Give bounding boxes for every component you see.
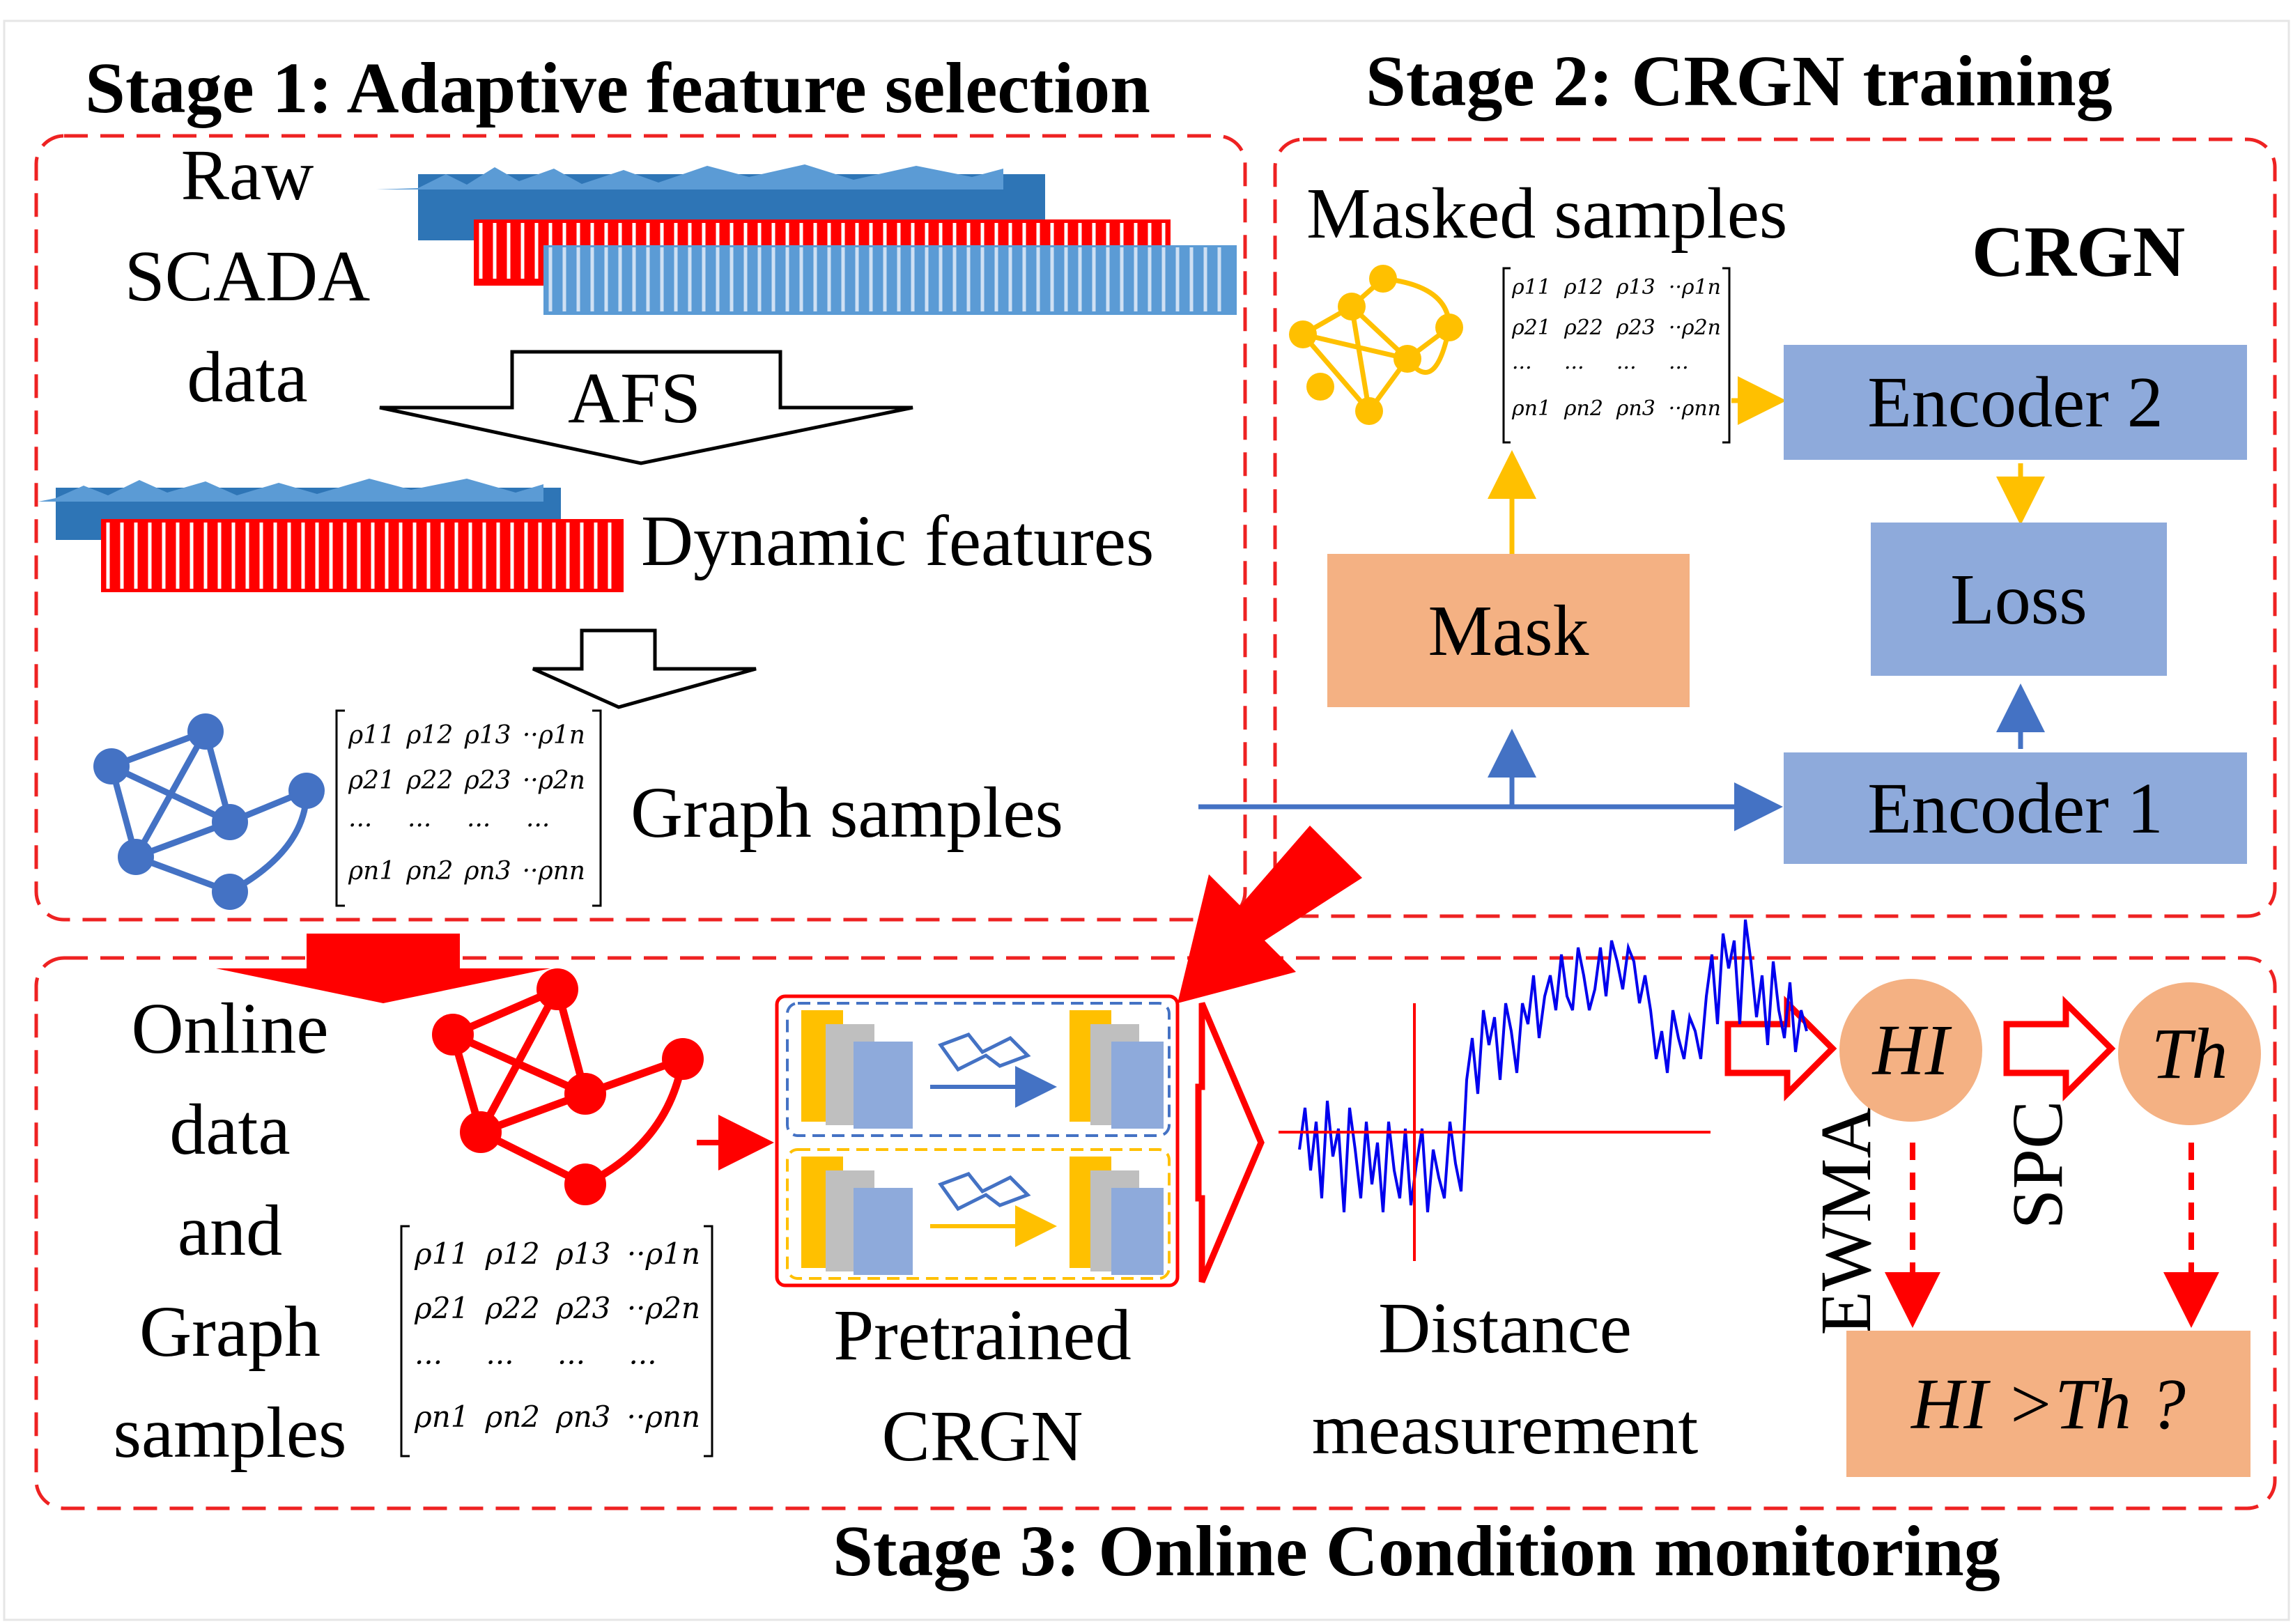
pretrained-line1: Pretrained <box>833 1295 1132 1375</box>
dynamic-feature-signals <box>38 479 624 592</box>
afs-label: AFS <box>568 358 701 438</box>
spc-label: SPC <box>1998 1100 2078 1230</box>
loss-box: Loss <box>1871 523 2167 676</box>
hollow-arrow-to-distance <box>1195 1002 1265 1283</box>
online-line2: data <box>169 1090 291 1170</box>
red-down-arrow <box>216 934 550 1003</box>
online-line1: Online <box>131 989 329 1069</box>
stage3-title: Stage 3: Online Condition monitoring <box>833 1511 2000 1591</box>
decision-box: HI >Th ? <box>1846 1331 2250 1477</box>
graph-samples-label: Graph samples <box>631 773 1063 853</box>
ewma-label: EWMA <box>1806 1106 1886 1336</box>
raw-label-line1: Raw <box>180 135 314 215</box>
outer-frame <box>3 20 2290 1621</box>
stage3-panel <box>34 956 2277 1510</box>
online-line4: Graph <box>139 1292 321 1372</box>
mask-box: Mask <box>1327 554 1690 707</box>
spc-arrow <box>2003 996 2116 1101</box>
th-circle: Th <box>2118 982 2261 1125</box>
encoder1-box: Encoder 1 <box>1784 752 2247 864</box>
red-graph-icon <box>432 968 704 1205</box>
graph-arrow <box>532 628 757 709</box>
yellow-graph-icon <box>1289 265 1463 425</box>
stage2-title: Stage 2: CRGN training <box>1366 41 2113 121</box>
pretrained-line2: CRGN <box>881 1396 1083 1476</box>
red-diagonal-arrow <box>1178 826 1362 1003</box>
hi-circle: HI <box>1839 979 1982 1122</box>
distance-line2: measurement <box>1311 1389 1699 1469</box>
online-line5: samples <box>113 1393 347 1473</box>
blue-graph-icon <box>93 713 325 910</box>
stage2-arrows <box>1198 376 2045 831</box>
afs-arrow <box>379 350 913 465</box>
matrix-brackets <box>335 267 1731 1457</box>
online-line3: and <box>177 1191 283 1271</box>
encoder2-box: Encoder 2 <box>1784 345 2247 460</box>
raw-label-line2: SCADA <box>124 236 371 316</box>
pretrained-crgn-box <box>775 994 1180 1287</box>
masked-samples-label: Masked samples <box>1306 173 1788 254</box>
dynamic-features-label: Dynamic features <box>641 501 1155 581</box>
stage1-panel <box>34 134 1247 922</box>
distance-line1: Distance <box>1378 1288 1632 1368</box>
raw-scada-signals <box>376 164 1237 315</box>
raw-label-line3: data <box>187 337 308 417</box>
distance-signal-plot <box>1279 919 1808 1261</box>
crgn-title: CRGN <box>1972 212 2186 292</box>
stage2-panel <box>1273 137 2277 918</box>
stage1-title: Stage 1: Adaptive feature selection <box>85 48 1150 128</box>
